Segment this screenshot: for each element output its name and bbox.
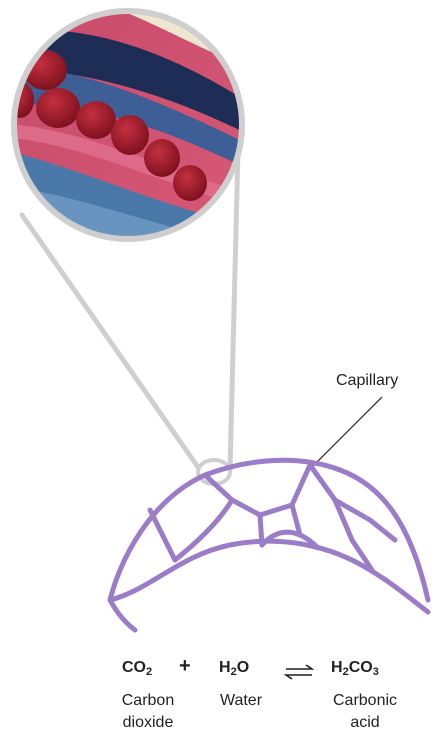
capillary-leader-line bbox=[312, 397, 382, 467]
co2-caption-line1: Carbon bbox=[108, 690, 188, 712]
h2co3-h: H bbox=[331, 659, 343, 676]
h2co3-caption-line1: Carbonic bbox=[320, 690, 410, 712]
h2o-caption: Water bbox=[206, 690, 276, 712]
h2co3-formula: H2CO3 bbox=[331, 659, 379, 677]
capillary-network-icon bbox=[110, 460, 428, 630]
plus-sign: + bbox=[179, 655, 191, 678]
h2o-caption-line1: Water bbox=[206, 690, 276, 712]
co2-caption-line2: dioxide bbox=[108, 712, 188, 734]
h2o-h: H bbox=[219, 659, 231, 676]
co2-caption: Carbon dioxide bbox=[108, 690, 188, 734]
co2-sub: 2 bbox=[146, 666, 152, 678]
magnified-cells-icon bbox=[0, 0, 260, 260]
h2co3-sub3: 3 bbox=[373, 666, 379, 678]
capillary-label: Capillary bbox=[336, 372, 398, 390]
h2co3-co: CO bbox=[349, 659, 373, 676]
h2o-o: O bbox=[237, 659, 249, 676]
co2-base: CO bbox=[122, 659, 146, 676]
equilibrium-arrows-icon bbox=[284, 664, 314, 680]
h2co3-caption: Carbonic acid bbox=[320, 690, 410, 734]
h2co3-caption-line2: acid bbox=[320, 712, 410, 734]
co2-formula: CO2 bbox=[122, 659, 152, 677]
h2o-formula: H2O bbox=[219, 659, 249, 677]
